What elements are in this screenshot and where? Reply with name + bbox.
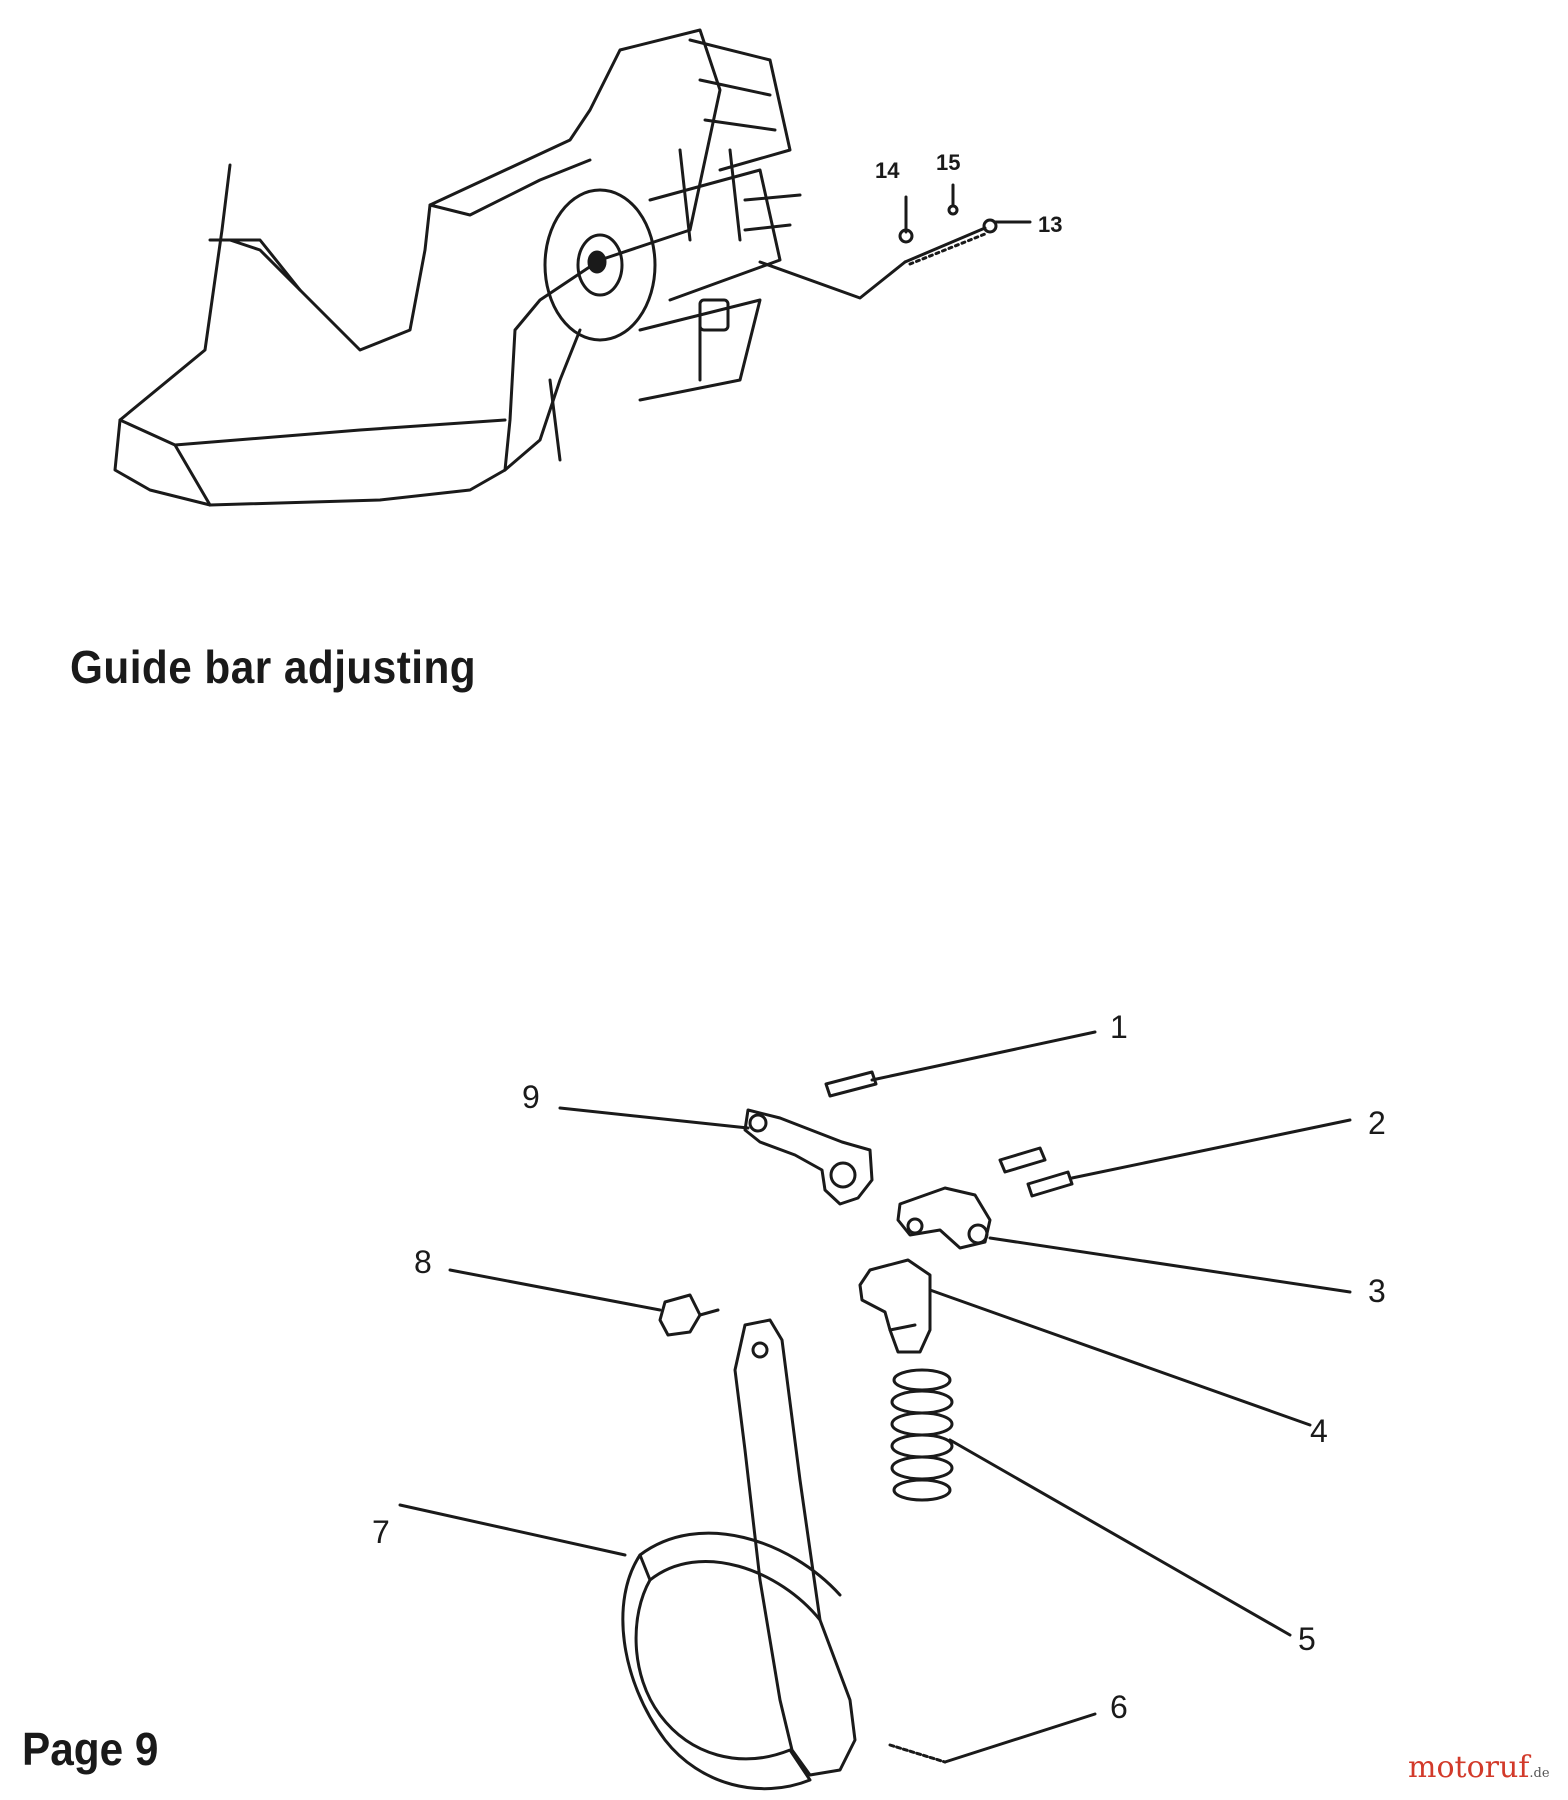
clutch-drum	[543, 188, 657, 342]
callout-13: 13	[1038, 212, 1062, 237]
part-1-pin	[824, 1070, 878, 1098]
part-4-latch	[858, 1258, 932, 1354]
callout-4: 4	[1310, 1413, 1328, 1449]
part-2-pins	[998, 1146, 1047, 1174]
part-8-screw	[658, 1293, 702, 1337]
watermark-tld: .de	[1529, 1766, 1550, 1781]
callout-2: 2	[1368, 1105, 1386, 1141]
callout-1: 1	[1110, 1009, 1128, 1045]
watermark-logo: motoruf.de	[1408, 1750, 1550, 1785]
brake-band	[621, 1553, 812, 1791]
part-5-spring	[890, 1368, 954, 1502]
callout-9: 9	[522, 1079, 540, 1115]
callout-5: 5	[1298, 1621, 1316, 1657]
section-title: Guide bar adjusting	[70, 641, 477, 693]
watermark-brand: motoruf	[1408, 1750, 1530, 1785]
part-6-screw	[888, 1743, 947, 1764]
part-7-brake-lever	[733, 1318, 857, 1777]
part-3-bracket	[896, 1186, 992, 1250]
callout-3: 3	[1368, 1273, 1386, 1309]
adjuster-screw	[903, 226, 987, 264]
callout-14: 14	[875, 158, 900, 183]
part-9-lever	[743, 1108, 874, 1206]
callout-8: 8	[414, 1244, 432, 1280]
callout-6: 6	[1110, 1689, 1128, 1725]
callout-7: 7	[372, 1514, 390, 1550]
callout-15: 15	[936, 150, 960, 175]
page-number: Page 9	[22, 1723, 159, 1775]
housing-outline	[113, 28, 722, 507]
chain-brake-diagram: 1 2 3 4 5 6 7 8 9	[372, 1009, 1386, 1791]
housing-diagram: 14 15 13	[113, 28, 1062, 507]
